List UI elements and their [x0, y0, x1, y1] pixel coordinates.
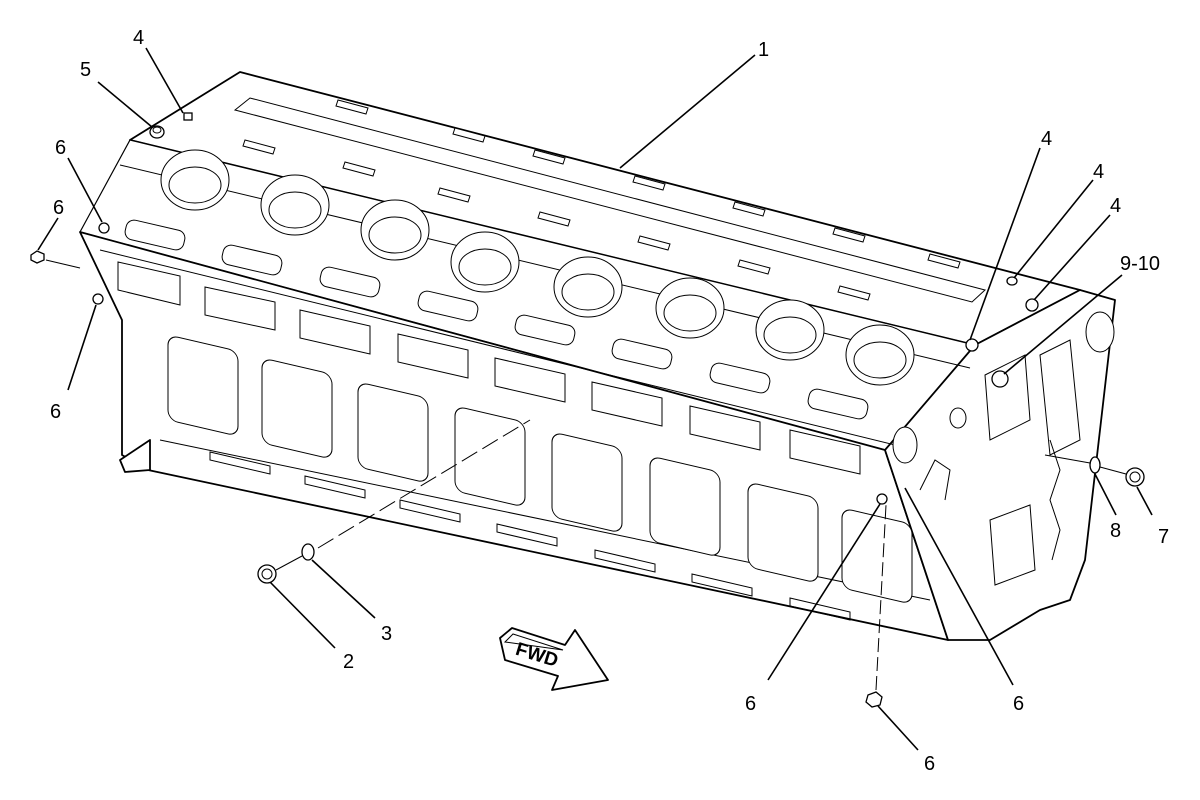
o-ring-item-3: [301, 543, 315, 561]
callout-8: 8: [1110, 520, 1121, 542]
lower-pads: [209, 451, 851, 621]
plug-item-2: [257, 564, 277, 584]
callout-6-right-b: 6: [1013, 693, 1024, 715]
bore-1: [160, 149, 230, 211]
callout-numbers: 1 2 3 4 4 4 4 5 6 6 6 6 6 6 7 8 9-10: [50, 27, 1169, 775]
plug-item-4-right-a: [965, 338, 979, 352]
bore-7: [755, 299, 825, 361]
plug-item-6-bottom: [865, 691, 883, 708]
callout-4-right-c: 4: [1110, 195, 1121, 217]
top-rail: [233, 97, 987, 303]
fwd-arrow: FWD: [499, 627, 609, 691]
plug-item-5: [149, 125, 165, 139]
plug-item-4-right-c: [1025, 298, 1039, 312]
leader-lines: [37, 47, 1153, 751]
bore-4: [450, 231, 520, 293]
plug-item-6-exploded: [30, 250, 45, 264]
callout-3: 3: [381, 623, 392, 645]
callout-2: 2: [343, 651, 354, 673]
top-deck-holes: [242, 99, 961, 301]
explosion-lines: [45, 259, 1127, 691]
plug-item-7: [1125, 467, 1145, 487]
bore-8: [845, 324, 915, 386]
end-face: [884, 289, 1116, 641]
plug-item-4-top: [183, 112, 193, 121]
cylinder-bores: [160, 149, 915, 386]
end-face-features: [892, 311, 1115, 586]
callout-4-top: 4: [133, 27, 144, 49]
callout-6-exploded: 6: [53, 197, 64, 219]
plug-item-6-lower: [92, 293, 104, 305]
callout-5: 5: [80, 59, 91, 81]
crankcase-windows: [167, 336, 913, 603]
bore-5: [553, 256, 623, 318]
callout-9-10: 9-10: [1120, 253, 1160, 275]
o-ring-item-8: [1089, 456, 1101, 474]
callout-1: 1: [758, 39, 769, 61]
callout-6-lower: 6: [50, 401, 61, 423]
callout-6-bottom: 6: [924, 753, 935, 775]
plug-item-6-right: [876, 493, 888, 505]
callout-7: 7: [1158, 526, 1169, 548]
bore-6: [655, 277, 725, 339]
callout-6-upper: 6: [55, 137, 66, 159]
plug-item-4-right-b: [1006, 276, 1018, 286]
bore-3: [360, 199, 430, 261]
plug-items: [30, 112, 1145, 708]
plug-item-9-10: [991, 370, 1009, 388]
callout-4-right-a: 4: [1041, 128, 1052, 150]
plug-item-6-upper: [98, 222, 110, 234]
callout-6-right-a: 6: [745, 693, 756, 715]
water-slots: [124, 219, 869, 420]
bore-2: [260, 174, 330, 236]
crankcase-upper-openings: [117, 261, 861, 475]
callout-4-right-b: 4: [1093, 161, 1104, 183]
